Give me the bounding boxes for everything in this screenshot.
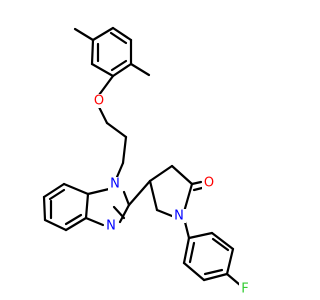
pyrrolidinone-n-label: N <box>174 209 184 224</box>
propyl-chain-bond-3 <box>115 161 125 179</box>
benzimidazole-n1-label: N <box>110 177 120 192</box>
ether-oxygen-label: O <box>94 94 104 109</box>
benzimidazole-n1-atom: N <box>108 177 122 192</box>
propyl-chain-bond-2 <box>121 135 128 165</box>
carbonyl-bond-b <box>192 186 204 192</box>
dimethylphenyl-ring <box>90 26 133 78</box>
molecule-diagram: O N N N O F <box>0 0 300 300</box>
n-aryl-bond <box>183 220 191 240</box>
benzimidazole-benzene-ring <box>42 182 90 232</box>
carbonyl-oxygen-label: O <box>204 176 214 191</box>
pyrrolidinone-n-atom: N <box>172 209 186 224</box>
benzimidazole-pyrrolidinone-bond <box>127 179 152 207</box>
aryl-oxygen-bond <box>97 74 115 97</box>
methyl-top <box>73 27 95 42</box>
fluorine-bond <box>225 272 242 287</box>
benzimidazole-n3-atom: N <box>104 219 118 234</box>
ether-oxygen-atom: O <box>92 94 106 109</box>
oxygen-chain-bond <box>97 105 109 125</box>
methyl-right <box>129 62 151 77</box>
fluorine-atom: F <box>239 282 251 297</box>
carbonyl-oxygen-atom: O <box>202 176 216 191</box>
benzimidazole-imidazole-ring <box>84 187 131 227</box>
fluorine-label: F <box>241 282 248 297</box>
background <box>0 0 300 300</box>
carbonyl-bond-a <box>190 180 203 186</box>
pyrrolidinone-ring <box>148 164 194 218</box>
propyl-chain-bond-1 <box>105 121 128 139</box>
fluorophenyl-ring <box>182 231 235 282</box>
benzimidazole-n3-label: N <box>106 219 116 234</box>
